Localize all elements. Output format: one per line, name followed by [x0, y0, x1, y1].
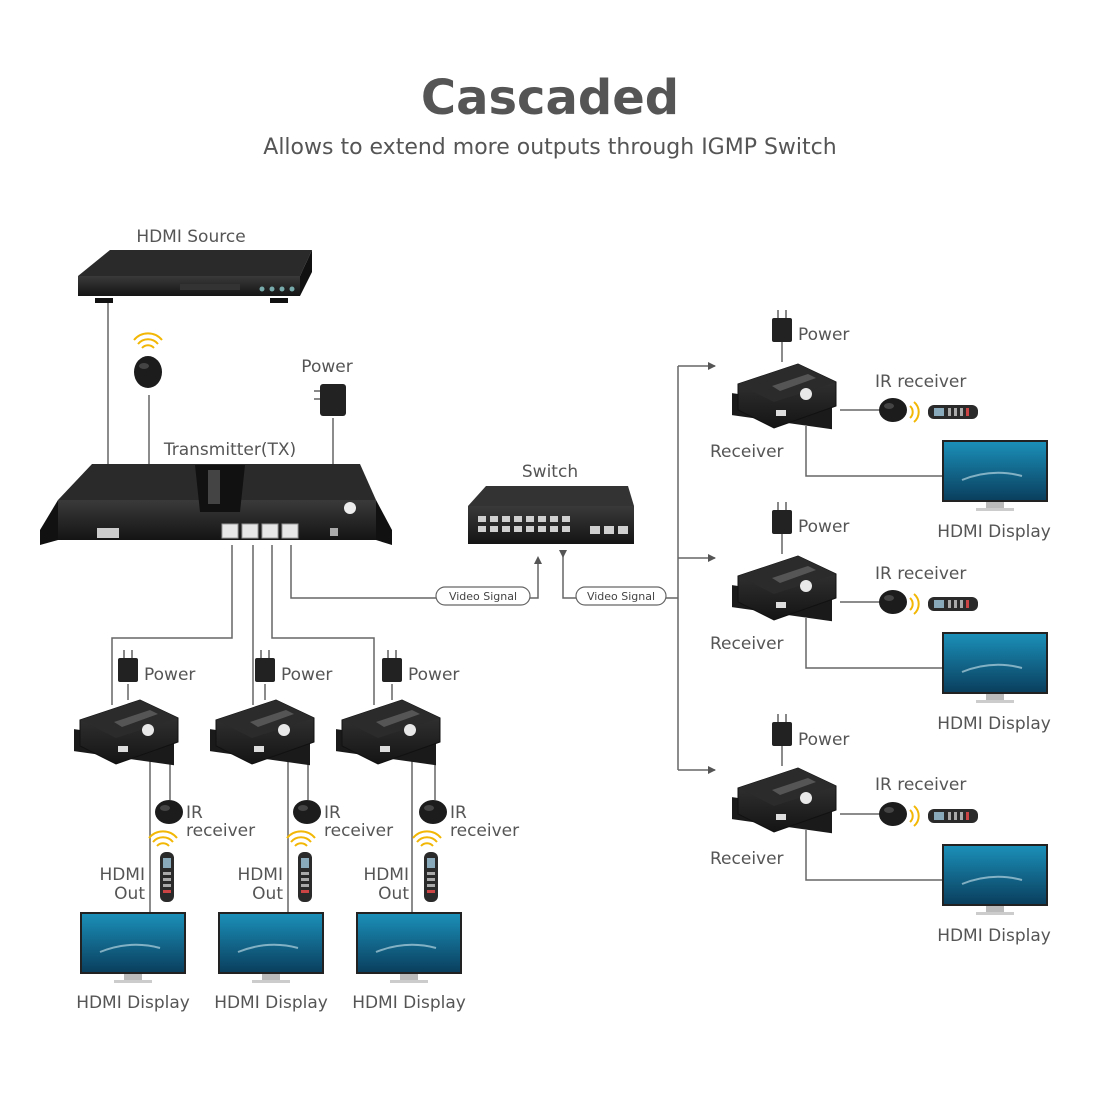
power-label: Power	[408, 665, 459, 685]
video-signal-badge-right: Video Signal	[575, 586, 667, 606]
hdmi-display-label: HDMI Display	[937, 522, 1051, 542]
ir-label: IR	[324, 803, 341, 823]
ir-waves-icon	[909, 593, 920, 615]
remote-control-icon	[928, 405, 978, 419]
out-label: Out	[252, 884, 283, 904]
power-label: Power	[798, 730, 849, 750]
tv-display-icon	[941, 631, 1049, 704]
remote-control-icon	[298, 852, 312, 902]
right-receiver-unit-3: Power Receiver IR receiver HDMI Display	[710, 714, 1051, 946]
hdmi-label: HDMI	[363, 865, 409, 885]
power-adapter-icon	[772, 714, 792, 746]
tv-display-icon	[941, 439, 1049, 512]
tv-display-icon	[79, 911, 187, 984]
video-signal-badge-left: Video Signal	[435, 586, 531, 606]
power-adapter-icon	[118, 650, 138, 682]
power-adapter-icon	[314, 384, 346, 416]
svg-text:Video Signal: Video Signal	[449, 590, 517, 603]
dvd-player-icon	[78, 250, 312, 303]
power-label: Power	[144, 665, 195, 685]
power-label: Power	[798, 517, 849, 537]
hdmi-source-label: HDMI Source	[136, 227, 245, 247]
switch-label: Switch	[522, 462, 578, 482]
receiver-word-label: receiver	[324, 821, 393, 841]
hdmi-transmitter-icon	[40, 464, 392, 545]
hdmi-receiver-icon	[73, 699, 179, 766]
ir-waves-icon	[133, 332, 163, 349]
remote-control-icon	[928, 597, 978, 611]
hdmi-receiver-icon	[209, 699, 315, 766]
signal-arrows	[534, 362, 716, 774]
receiver-label: Receiver	[710, 634, 784, 654]
tv-display-icon	[941, 843, 1049, 916]
hdmi-receiver-icon	[731, 767, 837, 834]
ir-label: IR	[186, 803, 203, 823]
ir-waves-icon	[412, 830, 442, 847]
ir-sensor-icon	[879, 802, 907, 826]
ir-waves-icon	[148, 830, 178, 847]
tv-display-icon	[217, 911, 325, 984]
bottom-receiver-unit-1: Power IR receiver HDMI Out HDMI Display	[73, 650, 255, 1013]
hdmi-receiver-icon	[731, 555, 837, 622]
svg-text:Video Signal: Video Signal	[587, 590, 655, 603]
hdmi-display-label: HDMI Display	[937, 926, 1051, 946]
ir-sensor-icon	[879, 398, 907, 422]
power-adapter-icon	[382, 650, 402, 682]
page-title: Cascaded	[421, 70, 679, 126]
ir-sensor-icon	[134, 356, 162, 388]
out-label: Out	[378, 884, 409, 904]
ir-sensor-icon	[419, 800, 447, 824]
ir-waves-icon	[286, 830, 316, 847]
power-adapter-icon	[255, 650, 275, 682]
ir-sensor-icon	[293, 800, 321, 824]
receiver-label: Receiver	[710, 442, 784, 462]
ir-receiver-label: IR receiver	[875, 564, 966, 584]
receiver-word-label: receiver	[186, 821, 255, 841]
receiver-word-label: receiver	[450, 821, 519, 841]
tx-power-label: Power	[301, 357, 352, 377]
ir-sensor-icon	[155, 800, 183, 824]
remote-control-icon	[160, 852, 174, 902]
hdmi-display-label: HDMI Display	[937, 714, 1051, 734]
bottom-receiver-unit-3: Power IR receiver HDMI Out HDMI Display	[335, 650, 519, 1013]
network-switch-icon	[468, 486, 634, 544]
page-subtitle: Allows to extend more outputs through IG…	[263, 135, 836, 160]
power-adapter-icon	[772, 502, 792, 534]
power-label: Power	[281, 665, 332, 685]
power-label: Power	[798, 325, 849, 345]
hdmi-display-label: HDMI Display	[352, 993, 466, 1013]
ir-waves-icon	[909, 805, 920, 827]
hdmi-display-label: HDMI Display	[214, 993, 328, 1013]
power-adapter-icon	[772, 310, 792, 342]
right-receiver-unit-1: Power Receiver IR receiver HDMI Display	[710, 310, 1051, 542]
hdmi-label: HDMI	[237, 865, 283, 885]
remote-control-icon	[928, 809, 978, 823]
hdmi-receiver-icon	[335, 699, 441, 766]
remote-control-icon	[424, 852, 438, 902]
ir-waves-icon	[909, 401, 920, 423]
tv-display-icon	[355, 911, 463, 984]
receiver-label: Receiver	[710, 849, 784, 869]
ir-label: IR	[450, 803, 467, 823]
transmitter-label: Transmitter(TX)	[163, 440, 296, 460]
out-label: Out	[114, 884, 145, 904]
hdmi-receiver-icon	[731, 363, 837, 430]
connection-lines	[107, 303, 942, 912]
bottom-receiver-unit-2: Power IR receiver HDMI Out HDMI Display	[209, 650, 393, 1013]
ir-receiver-label: IR receiver	[875, 372, 966, 392]
ir-sensor-icon	[879, 590, 907, 614]
hdmi-display-label: HDMI Display	[76, 993, 190, 1013]
right-receiver-unit-2: Power Receiver IR receiver HDMI Display	[710, 502, 1051, 734]
ir-receiver-label: IR receiver	[875, 775, 966, 795]
hdmi-label: HDMI	[99, 865, 145, 885]
